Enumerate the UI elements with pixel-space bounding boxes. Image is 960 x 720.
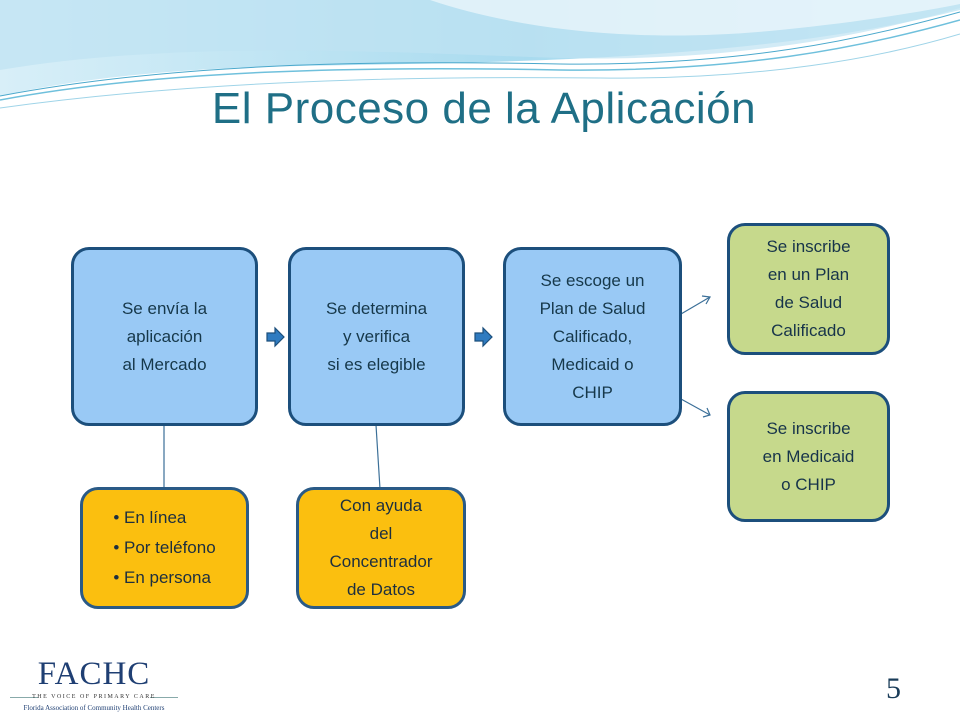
outcome-enroll-medicaid: Se inscribe en Medicaid o CHIP xyxy=(727,391,890,522)
method-item: Por teléfono xyxy=(113,533,216,563)
methods-list: En línea Por teléfono En persona xyxy=(113,503,216,593)
page-number: 5 xyxy=(886,672,901,705)
step-label: Se escoge un Plan de Salud Calificado, M… xyxy=(539,270,646,402)
outcome-enroll-plan: Se inscribe en un Plan de Salud Califica… xyxy=(727,223,890,355)
step-determine-eligibility: Se determina y verifica si es elegible xyxy=(288,247,465,426)
outcome-label: Se inscribe en un Plan de Salud Califica… xyxy=(766,237,851,340)
step-choose-plan: Se escoge un Plan de Salud Calificado, M… xyxy=(503,247,682,426)
arrow-to-outcome-plan xyxy=(680,295,711,315)
logo-tagline: THE VOICE OF PRIMARY CARE xyxy=(32,694,156,700)
note-label: Con ayuda del Concentrador de Datos xyxy=(329,496,433,599)
arrow-right-icon xyxy=(266,326,285,348)
arrow-right-icon xyxy=(474,326,493,348)
step-submit-application: Se envía la aplicación al Mercado xyxy=(71,247,258,426)
note-data-hub-help: Con ayuda del Concentrador de Datos xyxy=(296,487,466,609)
step-label: Se envía la aplicación al Mercado xyxy=(121,298,208,374)
wave-header-decoration xyxy=(0,0,960,109)
arrow-to-outcome-medicaid xyxy=(680,398,711,418)
method-item: En línea xyxy=(113,503,215,533)
logo-full-name: Florida Association of Community Health … xyxy=(23,704,165,712)
method-item: En persona xyxy=(113,563,215,593)
page-title: El Proceso de la Aplicación xyxy=(211,84,757,133)
fachc-logo: FACHC THE VOICE OF PRIMARY CARE Florida … xyxy=(8,654,180,716)
step-label: Se determina y verifica si es elegible xyxy=(325,298,428,374)
logo-name: FACHC xyxy=(37,656,151,692)
outcome-label: Se inscribe en Medicaid o CHIP xyxy=(762,418,855,494)
connector-step2-to-help xyxy=(375,424,381,490)
note-application-methods: En línea Por teléfono En persona xyxy=(80,487,249,609)
